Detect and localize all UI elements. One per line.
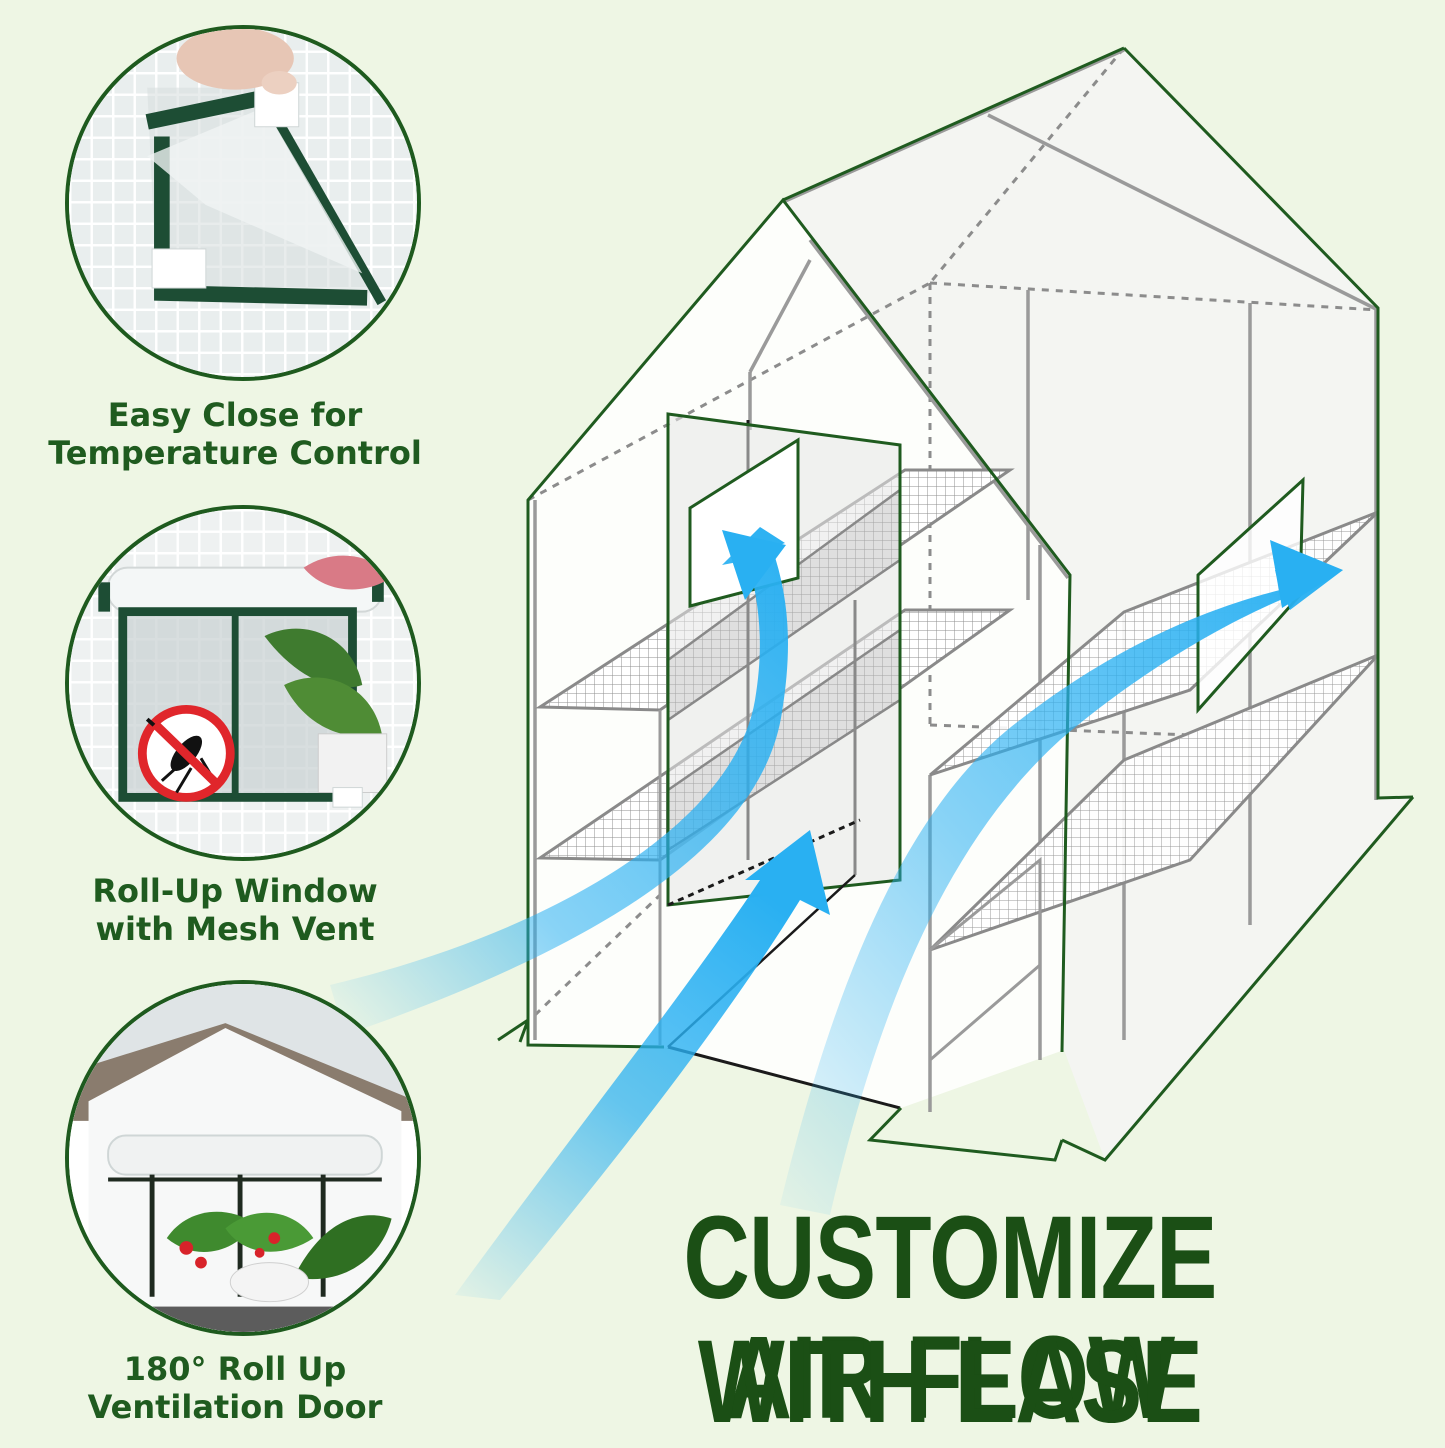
caption-roll-up-window: Roll-Up Window with Mesh Vent: [30, 872, 440, 948]
caption-line: with Mesh Vent: [95, 910, 375, 948]
feature-image-roll-up-window: [65, 505, 421, 861]
zipper-velcro-closure-photo: [69, 29, 417, 377]
caption-line: Easy Close for: [107, 396, 363, 434]
headline-line-2: WITH EASE: [697, 1316, 1203, 1448]
caption-roll-up-door: 180° Roll Up Ventilation Door: [30, 1350, 440, 1426]
headline-line-1: CUSTOMIZE AIR FLOW: [683, 1192, 1217, 1444]
no-mosquito-icon: [137, 704, 235, 802]
caption-line: 180° Roll Up: [123, 1350, 347, 1388]
caption-line: Temperature Control: [48, 434, 422, 472]
feature-image-roll-up-door: [65, 980, 421, 1336]
caption-easy-close: Easy Close for Temperature Control: [30, 396, 440, 472]
caption-line: Roll-Up Window: [92, 872, 378, 910]
roll-up-door-photo: [69, 984, 417, 1332]
greenhouse-outline: [497, 46, 1415, 1162]
roll-up-window-photo: [69, 509, 417, 857]
feature-image-easy-close: [65, 25, 421, 381]
caption-line: Ventilation Door: [87, 1388, 383, 1426]
